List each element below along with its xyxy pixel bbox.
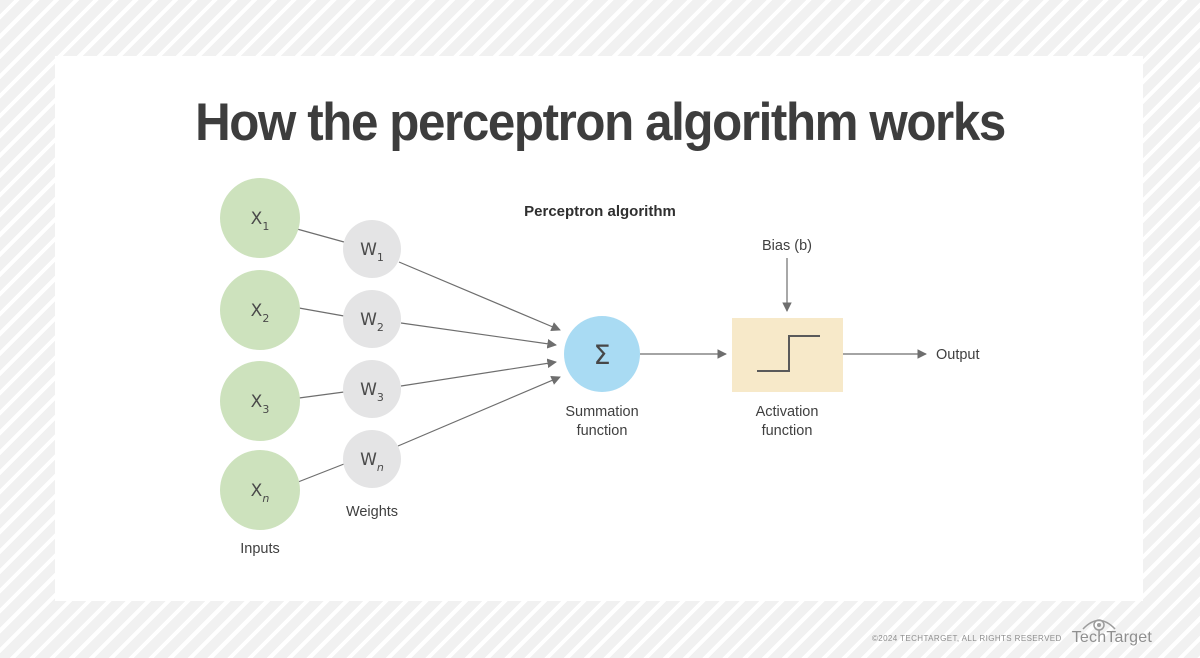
- input-node-3-label: X3: [251, 392, 270, 416]
- input-node-2: [220, 270, 300, 350]
- connector-lines: [296, 228, 927, 483]
- weight-node-n-label: Wn: [360, 450, 384, 474]
- summation-node: [564, 316, 640, 392]
- footer: ©2024 TECHTARGET, ALL RIGHTS RESERVED Te…: [872, 616, 1152, 646]
- connector-x1-w1: [296, 228, 345, 243]
- copyright-text: ©2024 TECHTARGET, ALL RIGHTS RESERVED: [871, 634, 1062, 643]
- activation-box: [732, 318, 843, 392]
- input-node-n: [220, 450, 300, 530]
- connector-w2-sum: [400, 322, 557, 349]
- connector-x2-w2: [298, 307, 345, 317]
- page-title: How the perceptron algorithm works: [195, 93, 1006, 152]
- weight-nodes: W1 W2 W3 Wn: [343, 220, 401, 488]
- weight-node-2-label: W2: [360, 310, 384, 334]
- step-function-icon: [757, 335, 820, 372]
- input-node-n-label: Xn: [251, 481, 270, 505]
- summation-caption-line1: Summation: [565, 404, 638, 420]
- connector-wn-sum: [397, 375, 561, 447]
- weight-node-3: [343, 360, 401, 418]
- connector-w1-sum: [398, 261, 561, 332]
- eye-icon: [1082, 619, 1116, 631]
- sigma-symbol: Σ: [593, 340, 610, 371]
- connector-w3-sum: [400, 358, 557, 387]
- inputs-caption: Inputs: [240, 541, 280, 557]
- techtarget-logo-text: TechTarget: [1071, 629, 1152, 646]
- input-node-1: [220, 178, 300, 258]
- weight-node-3-label: W3: [360, 380, 384, 404]
- weight-node-1: [343, 220, 401, 278]
- bias-label: Bias (b): [762, 238, 812, 254]
- input-node-1-label: X1: [251, 209, 270, 233]
- diagram-heading: Perceptron algorithm: [524, 203, 676, 220]
- weight-node-2: [343, 290, 401, 348]
- connector-x3-w3: [298, 391, 345, 399]
- weight-node-n: [343, 430, 401, 488]
- output-label: Output: [936, 347, 980, 363]
- summation-caption-line2: function: [577, 423, 628, 439]
- activation-caption-line1: Activation: [756, 404, 819, 420]
- weights-caption: Weights: [346, 504, 398, 520]
- techtarget-logo: TechTarget: [1072, 616, 1152, 646]
- connector-xn-wn: [297, 463, 345, 483]
- input-node-3: [220, 361, 300, 441]
- weight-node-1-label: W1: [360, 240, 384, 264]
- input-nodes: X1 X2 X3 Xn: [220, 178, 300, 530]
- input-node-2-label: X2: [251, 301, 270, 325]
- activation-caption-line2: function: [762, 423, 813, 439]
